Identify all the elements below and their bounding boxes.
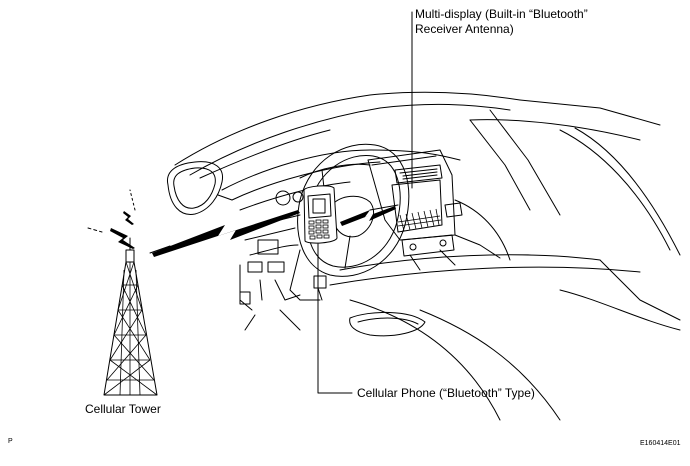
signal-bolt-tower-to-phone bbox=[149, 210, 300, 257]
signal-bolt-tower-top bbox=[87, 189, 136, 249]
cellular-phone-label: Cellular Phone (“Bluetooth” Type) bbox=[357, 386, 535, 400]
signal-bolt-phone-to-display bbox=[340, 206, 396, 226]
figure-code: E160414E01 bbox=[640, 440, 681, 447]
car-interior-drawing bbox=[166, 91, 681, 421]
page-marker: P bbox=[8, 438, 13, 445]
multi-display-label-line2: Receiver Antenna) bbox=[415, 22, 514, 36]
multi-display-label-line1: Multi-display (Built-in “Bluetooth” bbox=[415, 7, 588, 21]
cellular-tower-drawing bbox=[103, 237, 158, 396]
cellular-tower-label: Cellular Tower bbox=[85, 402, 161, 416]
cellular-phone-drawing bbox=[303, 169, 338, 244]
leader-line-cellular-phone bbox=[317, 243, 353, 394]
